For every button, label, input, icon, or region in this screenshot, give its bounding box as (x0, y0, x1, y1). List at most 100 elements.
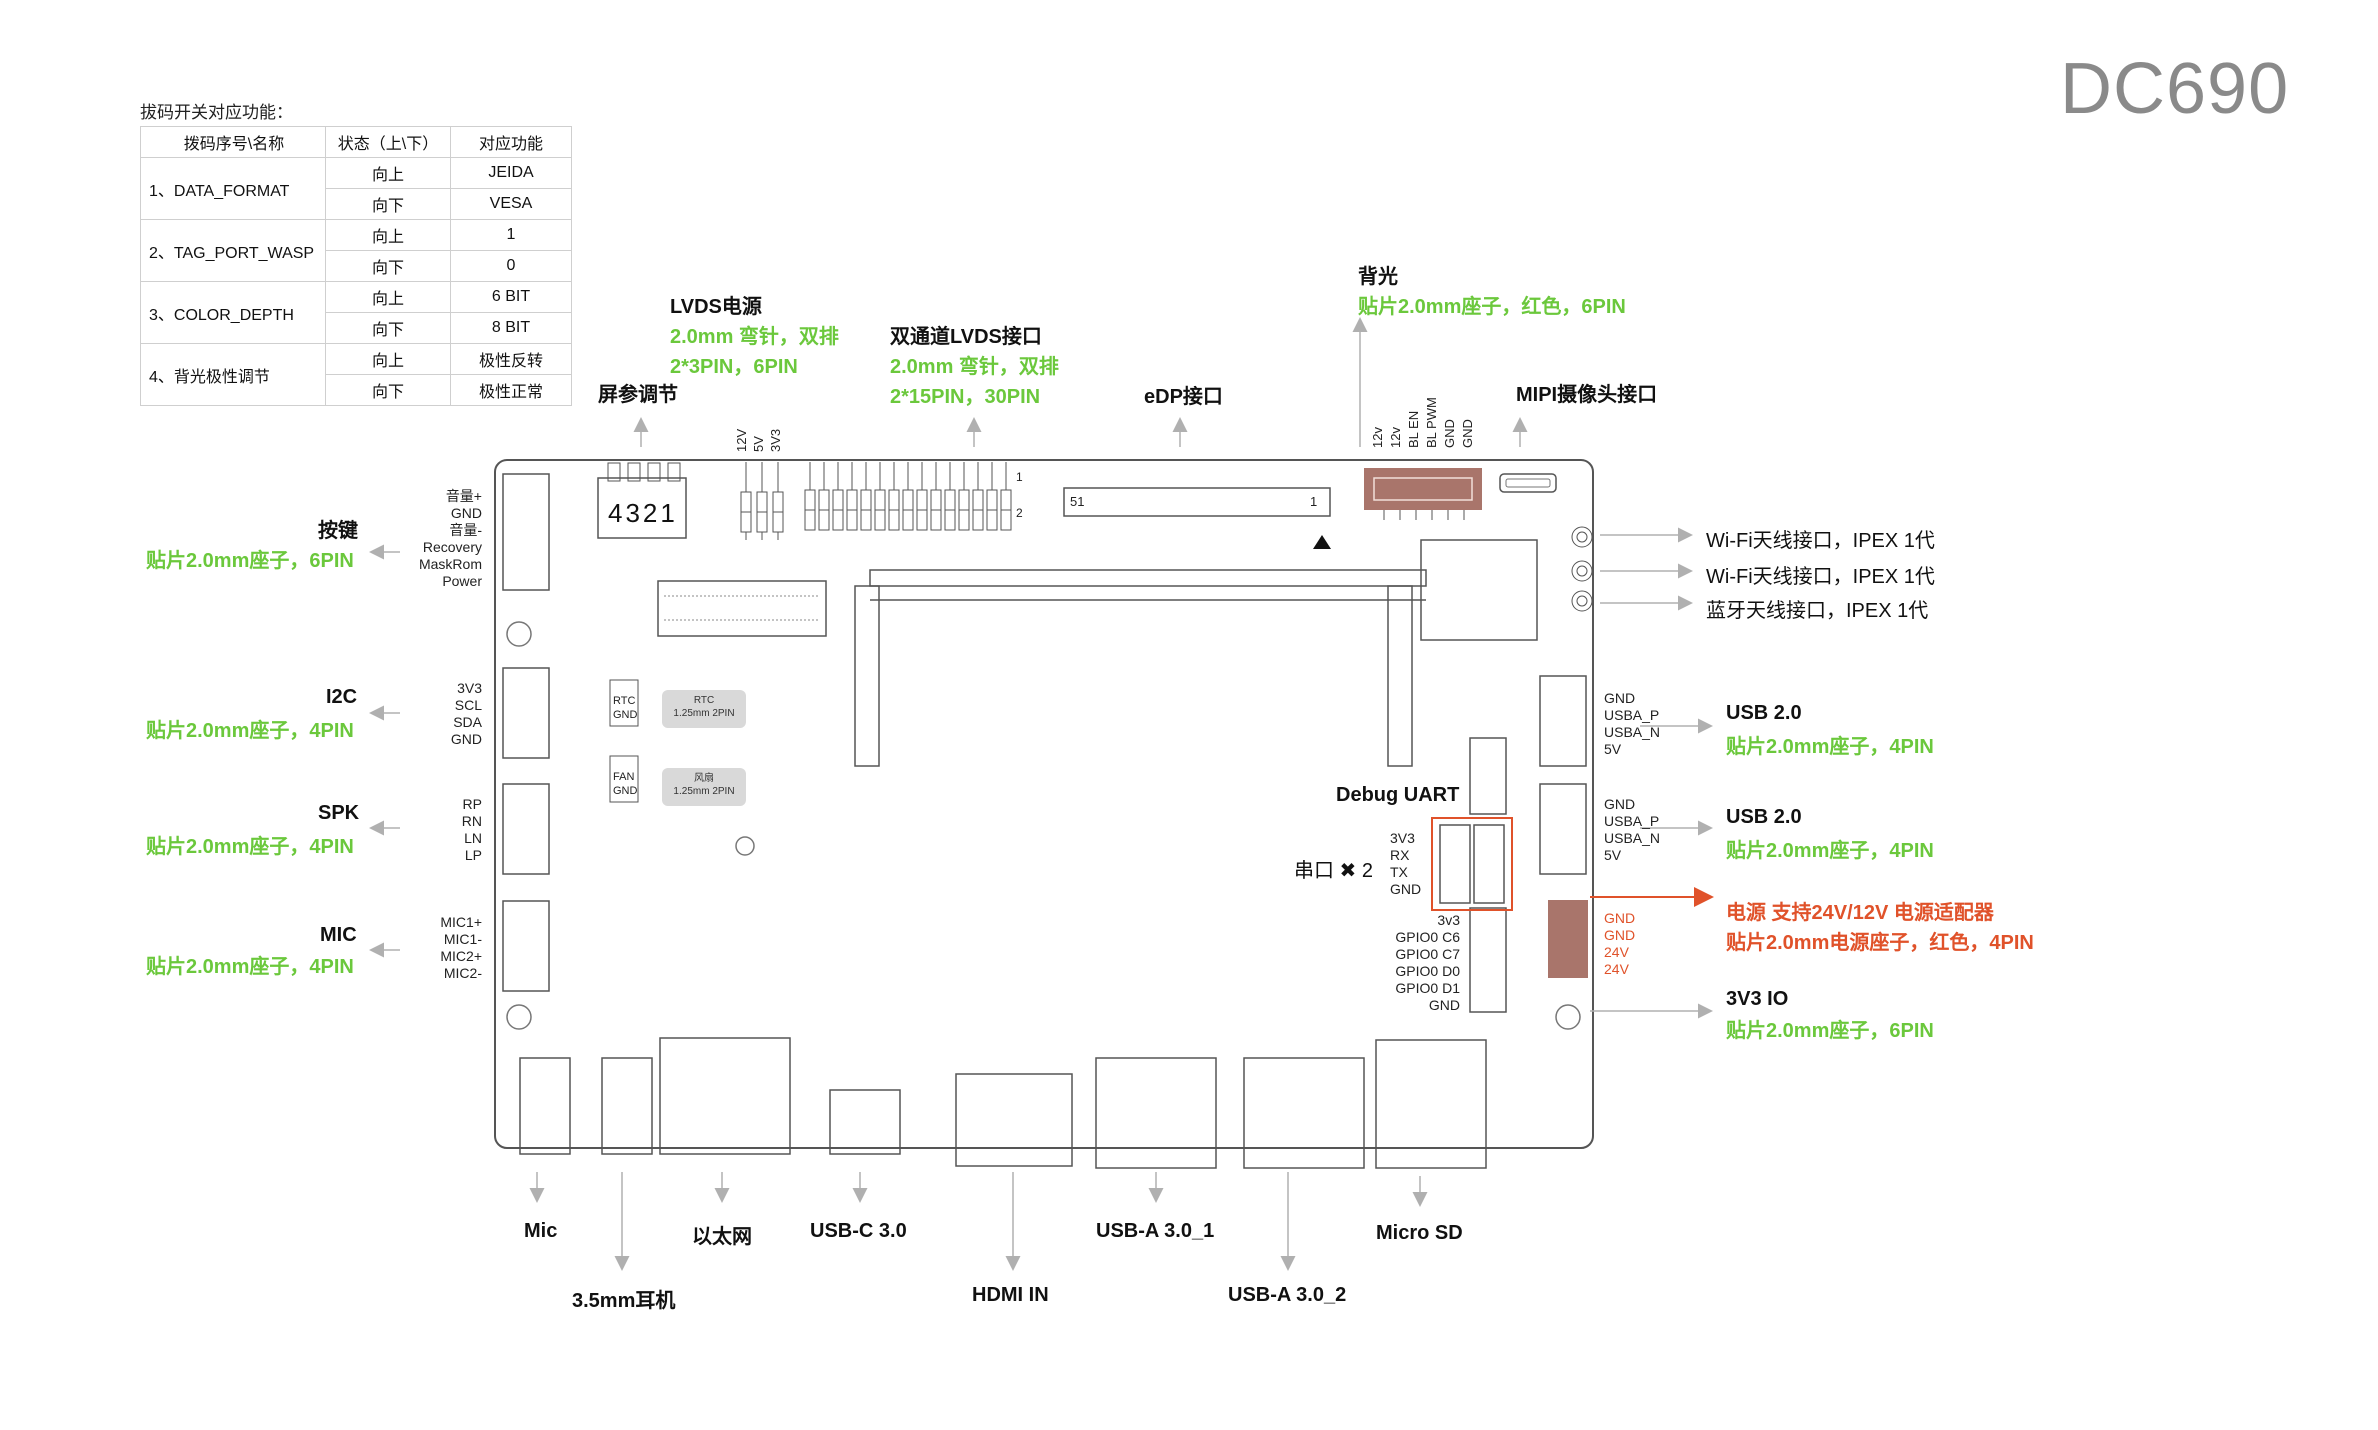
table-cell: 0 (450, 250, 572, 282)
mount-hole (735, 836, 755, 856)
usb2-a-spec: 贴片2.0mm座子，4PIN (1726, 736, 1934, 758)
table-cell: 向下 (325, 374, 451, 406)
mic-pins: MIC1+ MIC1- MIC2+ MIC2- (440, 914, 482, 981)
lvds-pin (902, 489, 914, 511)
table-row: 1、DATA_FORMAT 向上 JEIDA (140, 157, 572, 220)
rtc-chip-spec: 1.25mm 2PIN (673, 708, 735, 719)
keys-pins: 音量+ GND 音量- Recovery MaskRom Power (418, 488, 482, 589)
dual-lvds-header (804, 462, 1012, 531)
lvds-pin (944, 509, 956, 531)
lvds-pin (818, 509, 830, 531)
gpio-connector (1469, 907, 1507, 1013)
lvds-pin (986, 489, 998, 511)
usba-1-port (1095, 1057, 1217, 1169)
table-cell: 向上 (325, 281, 451, 313)
table-cell: 2、TAG_PORT_WASP (140, 219, 326, 282)
pin-label: BL EN (1406, 410, 1421, 448)
rtc-pins: RTC GND (613, 695, 638, 721)
keys-spec: 贴片2.0mm座子，6PIN (146, 550, 354, 572)
usb2-a-title: USB 2.0 (1726, 702, 1802, 724)
table-cell: 向下 (325, 312, 451, 344)
mic-port-label: Mic (524, 1220, 558, 1242)
edp-connector (1063, 487, 1331, 517)
lvds-pin (944, 489, 956, 511)
mount-hole (506, 1004, 532, 1030)
hdmi-label: HDMI IN (972, 1284, 1049, 1306)
dip-switch-table: 拨码序号\名称 状态（上\下） 对应功能 1、DATA_FORMAT 向上 JE… (140, 126, 572, 406)
spk-connector (502, 783, 550, 875)
dual-lvds-title: 双通道LVDS接口 (890, 326, 1042, 348)
lvds-pin (930, 509, 942, 531)
i2c-title: I2C (326, 686, 358, 708)
lvds-power-spec2: 2*3PIN，6PIN (670, 356, 798, 378)
rtc-chip: RTC 1.25mm 2PIN (662, 690, 746, 728)
rtc-header (609, 679, 639, 727)
lvds-pin1: 1 (1016, 470, 1023, 484)
usba2-label: USB-A 3.0_2 (1228, 1284, 1347, 1306)
pin-label: 5V (751, 436, 766, 452)
spk-pins: RP RN LN LP (461, 796, 482, 863)
wifi-antenna-1: Wi-Fi天线接口，IPEX 1代 (1706, 530, 1935, 552)
lvds-pin (832, 509, 844, 531)
screen-param-label: 屏参调节 (598, 384, 678, 406)
fan-pins: FAN GND (613, 771, 638, 797)
fan-header (609, 755, 639, 803)
edp-pin-right: 1 (1310, 494, 1318, 509)
power-spec: 贴片2.0mm电源座子，红色，4PIN (1726, 932, 2034, 954)
table-cell: 向上 (325, 343, 451, 375)
usba1-label: USB-A 3.0_1 (1096, 1220, 1215, 1242)
pin-label: 12v (1388, 427, 1403, 448)
rtc-chip-label: RTC (693, 695, 715, 706)
dip-digits: 4321 (608, 498, 678, 528)
usb2-b-spec: 贴片2.0mm座子，4PIN (1726, 840, 1934, 862)
lvds-power-header (740, 462, 784, 540)
power-connector (1548, 900, 1588, 978)
i2c-connector (502, 667, 550, 759)
dual-lvds-spec1: 2.0mm 弯针，双排 (890, 356, 1059, 378)
edp-title: eDP接口 (1144, 386, 1223, 408)
lvds-pin (888, 489, 900, 511)
table-row: 4、背光极性调节 向上 极性反转 (140, 343, 572, 406)
table-cell: 4、背光极性调节 (140, 343, 326, 406)
lvds-pin (958, 489, 970, 511)
lvds-pin (902, 509, 914, 531)
lvds-pin (972, 509, 984, 531)
table-cell: 8 BIT (450, 312, 572, 344)
pin-label: 12V (734, 428, 749, 452)
i2c-spec: 贴片2.0mm座子，4PIN (146, 720, 354, 742)
pin-label: GND (1442, 419, 1457, 448)
usbc-label: USB-C 3.0 (810, 1220, 907, 1242)
mic-connector (502, 900, 550, 992)
usb2-a-connector (1539, 675, 1587, 767)
pin-label: 12v (1370, 427, 1385, 448)
pin-label: GND (1460, 419, 1475, 448)
usbc-port (829, 1089, 901, 1155)
lvds-pin (860, 509, 872, 531)
debug-uart-connector (1469, 737, 1507, 815)
board-outline (494, 459, 1594, 1149)
usb2-b-pins: GND USBA_P USBA_N 5V (1604, 796, 1661, 863)
keys-connector (502, 473, 550, 591)
mipi-title: MIPI摄像头接口 (1516, 384, 1658, 406)
backlight-spec: 贴片2.0mm座子，红色，6PIN (1358, 296, 1626, 318)
lvds-pin (930, 489, 942, 511)
lvds-pin (1000, 489, 1012, 511)
backlight-title: 背光 (1358, 266, 1398, 288)
serial-label: 串口 ✖ 2 (1294, 860, 1373, 882)
table-cell: 向下 (325, 188, 451, 220)
table-row: 向下 8 BIT (141, 312, 572, 344)
microsd-label: Micro SD (1376, 1222, 1463, 1244)
mic-spec: 贴片2.0mm座子，4PIN (146, 956, 354, 978)
lvds-pin (916, 509, 928, 531)
lvds-pin (916, 489, 928, 511)
wifi-antenna-2: Wi-Fi天线接口，IPEX 1代 (1706, 566, 1935, 588)
lvds-pin (986, 509, 998, 531)
lvds-pin (818, 489, 830, 511)
lvds-pin (804, 509, 816, 531)
fan-chip-label: 风扇 (694, 773, 714, 784)
table-row: 向下 VESA (141, 188, 572, 220)
serial-pins: 3V3 RX TX GND (1390, 830, 1422, 897)
lvds-pin (972, 489, 984, 511)
usb2-b-title: USB 2.0 (1726, 806, 1802, 828)
